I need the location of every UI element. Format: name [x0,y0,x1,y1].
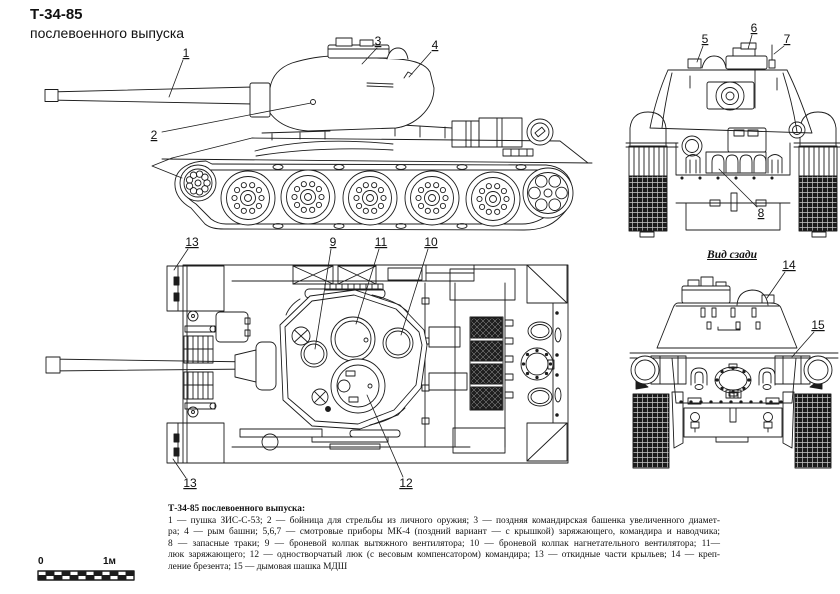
tow-shackle [758,367,776,386]
page-subtitle: послевоенного выпуска [30,25,185,41]
commander-cupola [327,44,390,59]
front-tracks [628,145,838,238]
loader-hatch [330,316,376,362]
front-hull [625,111,840,231]
scale-bar [37,570,135,581]
scale-zero-label: 0 [38,556,44,567]
callout-7: 7 [784,32,791,46]
rear-hull [629,352,839,469]
top-turret [45,289,428,430]
page-title: Т-34-85 [30,6,83,23]
gun-barrel [47,86,254,105]
mk4-dome [736,289,769,306]
front-turret [649,42,813,134]
callout-leader-lines [161,34,815,479]
turret-lifting-eye [403,71,413,79]
callout-13-front: 13 [185,235,199,249]
side-turret [44,37,435,132]
tow-hook [767,154,783,174]
callout-8: 8 [758,206,765,220]
callout-14: 14 [782,258,796,272]
intake-fan-cap [382,327,414,359]
legend-line: ра; 4 — рым башни; 5,6,7 — смотровые при… [168,527,720,538]
mud-flap [671,391,684,449]
top-hull [166,264,569,464]
tow-shackle [690,367,708,386]
callout-numbers: 1 2 3 4 5 6 7 8 9 10 11 12 13 13 14 15 [151,21,825,490]
side-view-drawing [44,37,593,231]
top-engine-deck [421,264,568,462]
callout-13-rear: 13 [183,476,197,490]
tarp-bracket [761,294,775,304]
commander-cupola [681,285,731,304]
radiator-grille [469,316,504,411]
rear-track [794,393,832,469]
fender-stowage-box [166,422,225,464]
transmission-hatch [714,366,752,394]
page-header: Т-34-85 послевоенного выпуска [30,5,184,42]
fender-stowage-box [166,265,225,312]
callout-6: 6 [751,21,758,35]
scale-1m-label: 1м [103,556,116,567]
engine-hatch [520,347,554,381]
legend-line: 1 — пушка ЗИС-С-53; 2 — бойница для стре… [168,515,720,526]
callout-12: 12 [399,476,413,490]
callout-2: 2 [151,128,158,142]
callout-5: 5 [702,32,709,46]
callout-11: 11 [375,235,388,249]
tow-hook [685,154,701,174]
mud-flap [782,391,795,449]
callout-10: 10 [424,235,438,249]
legend-header: Т-34-85 послевоенного выпуска: [168,504,306,514]
side-running-gear [179,164,574,229]
headlight [681,135,703,157]
side-hull [151,117,593,179]
callout-9: 9 [330,235,337,249]
callout-15: 15 [811,318,825,332]
top-view-drawing [45,264,569,464]
rear-view-drawing [629,276,839,469]
spare-track-links [183,335,214,400]
cupola-front [725,55,768,70]
driver-hatch [215,311,249,343]
mk4-periscope [687,58,702,69]
callout-1: 1 [183,46,190,60]
legend: Т-34-85 послевоенного выпуска: 1 — пушка… [168,504,720,574]
legend-line: люк заряжающего; 12 — одностворчатый люк… [168,550,720,561]
callout-4: 4 [432,38,439,52]
rear-view-label: Вид сзади [707,249,757,261]
spare-track-links [705,151,767,174]
rear-track [632,393,670,469]
legend-line: 8 — запасные траки; 9 — броневой колпак … [168,538,720,549]
front-view-drawing [625,42,840,238]
legend-line: ление брезента; 15 — дымовая шашка МДШ [168,561,348,572]
rear-turret [656,276,798,349]
exhaust-fan-cap [300,340,328,368]
fender-tools [239,264,475,450]
commander-hatch [330,358,386,414]
callout-3: 3 [375,34,382,48]
